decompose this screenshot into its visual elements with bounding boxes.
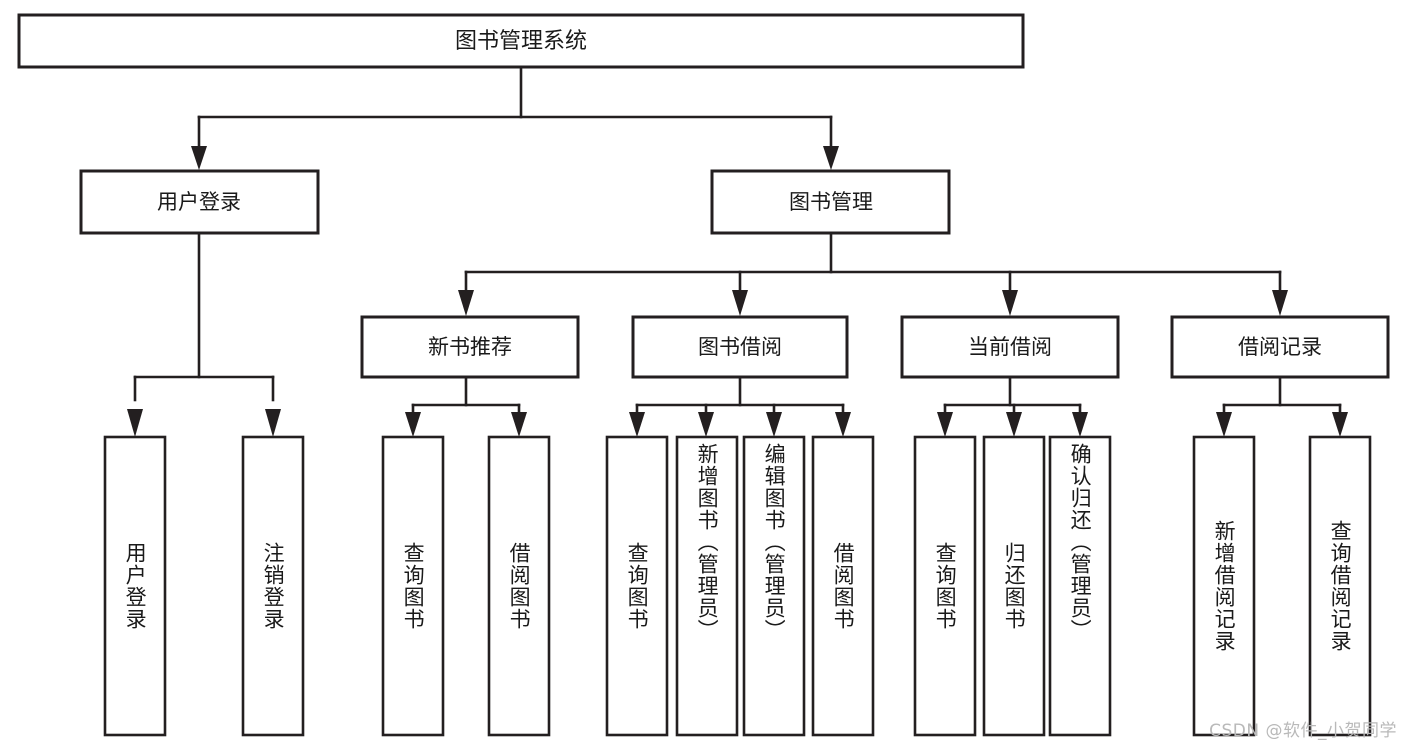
node-new-book-recommend-box[interactable] <box>360 315 580 379</box>
connector-borrowrecord-to-leaves <box>1216 375 1348 437</box>
arrow-head-leaf-borrow-book-1 <box>511 412 527 437</box>
leaf-box-query-book-1[interactable] <box>381 435 445 737</box>
node-current-borrow[interactable]: 当前借阅 <box>900 315 1120 379</box>
node-book-management-label: 图书管理 <box>789 190 873 214</box>
arrow-head-leaf-return-book <box>1006 412 1022 437</box>
connector-currentborrow-to-leaves <box>937 375 1088 437</box>
csdn-watermark: CSDN @软件_小贺同学 <box>1209 721 1397 741</box>
arrow-head-leaf-query-record <box>1332 412 1348 437</box>
arrow-head-new-book-recommend <box>458 290 474 316</box>
arrow-head-borrow-record <box>1272 290 1288 316</box>
leaf-box-edit-book[interactable] <box>742 435 806 737</box>
connector-root-to-level2 <box>191 65 839 170</box>
arrow-head-leaf-query-book-2 <box>629 412 645 437</box>
arrow-head-leaf-borrow-book-2 <box>835 412 851 437</box>
leaf-box-query-record[interactable] <box>1308 435 1372 737</box>
node-book-borrow[interactable]: 图书借阅 <box>631 315 849 379</box>
arrow-head-leaf-confirm-return <box>1072 412 1088 437</box>
node-book-management-box[interactable] <box>710 169 951 235</box>
arrow-head-user-login <box>191 146 207 170</box>
leaf-box-confirm-return[interactable] <box>1048 435 1112 737</box>
leaf-box-query-book-3[interactable] <box>913 435 977 737</box>
node-new-book-recommend[interactable]: 新书推荐 <box>360 315 580 379</box>
node-user-login-label: 用户登录 <box>157 190 241 214</box>
node-current-borrow-label: 当前借阅 <box>968 335 1052 359</box>
leaf-box-logout-login[interactable] <box>241 435 305 737</box>
arrow-head-current-borrow <box>1002 290 1018 316</box>
connector-bookborrow-to-leaves <box>629 375 851 437</box>
arrow-head-leaf-user-login <box>127 409 143 437</box>
connector-bookmgmt-to-level3 <box>458 231 1288 316</box>
leaf-box-add-record[interactable] <box>1192 435 1256 737</box>
node-root-box[interactable] <box>17 13 1025 69</box>
leaf-box-borrow-book-1[interactable] <box>487 435 551 737</box>
arrow-head-leaf-add-record <box>1216 412 1232 437</box>
arrow-head-leaf-add-book <box>698 412 714 437</box>
arrow-head-leaf-query-book-1 <box>405 412 421 437</box>
node-book-borrow-box[interactable] <box>631 315 849 379</box>
leaf-box-add-book[interactable] <box>675 435 739 737</box>
arrow-head-leaf-edit-book <box>766 412 782 437</box>
node-root-label: 图书管理系统 <box>455 29 587 54</box>
node-book-management[interactable]: 图书管理 <box>710 169 951 235</box>
connector-newbook-to-leaves <box>405 375 527 437</box>
node-new-book-recommend-label: 新书推荐 <box>428 335 512 359</box>
arrow-head-book-management <box>823 146 839 170</box>
node-current-borrow-box[interactable] <box>900 315 1120 379</box>
node-book-borrow-label: 图书借阅 <box>698 335 782 359</box>
arrow-head-leaf-logout-login <box>265 409 281 437</box>
connector-userlogin-to-leaves <box>127 231 281 437</box>
node-root[interactable]: 图书管理系统 <box>17 13 1025 69</box>
node-user-login-box[interactable] <box>79 169 320 235</box>
leaf-box-return-book[interactable] <box>982 435 1046 737</box>
leaf-box-query-book-2[interactable] <box>605 435 669 737</box>
leaf-box-user-login[interactable] <box>103 435 167 737</box>
node-borrow-record[interactable]: 借阅记录 <box>1170 315 1390 379</box>
arrow-head-book-borrow <box>732 290 748 316</box>
node-borrow-record-box[interactable] <box>1170 315 1390 379</box>
leaf-box-borrow-book-2[interactable] <box>811 435 875 737</box>
node-user-login[interactable]: 用户登录 <box>79 169 320 235</box>
arrow-head-leaf-query-book-3 <box>937 412 953 437</box>
node-borrow-record-label: 借阅记录 <box>1238 335 1322 359</box>
